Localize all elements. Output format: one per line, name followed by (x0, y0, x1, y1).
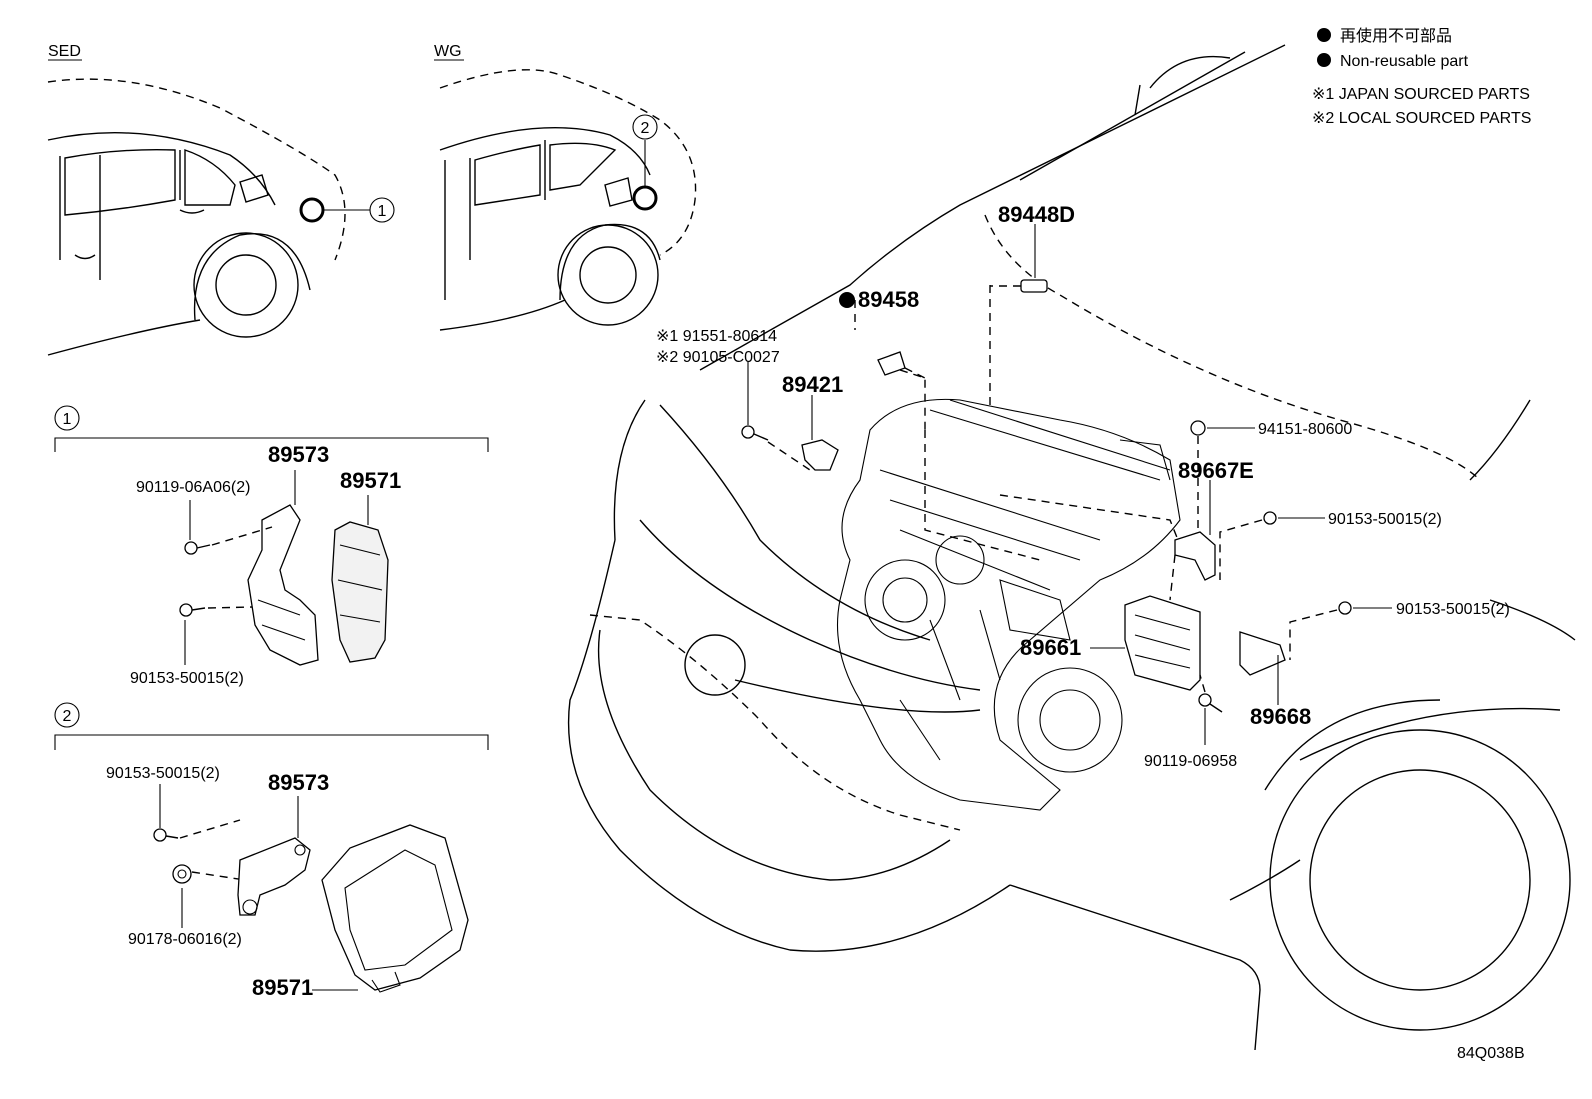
part-91551-80614: ※1 91551-80614 (656, 328, 777, 345)
part-89668: 89668 (1250, 704, 1311, 729)
bolt-icon (1198, 693, 1223, 713)
nut-icon (172, 864, 192, 884)
legend-note1: ※1 JAPAN SOURCED PARTS (1312, 86, 1530, 103)
bolt-icon (153, 828, 179, 842)
non-reusable-dot-icon (1317, 53, 1331, 67)
part-90119-06A06: 90119-06A06(2) (136, 479, 250, 496)
part-90153-50015-a: 90153-50015(2) (1328, 511, 1442, 528)
sensor-89421-icon (801, 439, 839, 471)
part-90153-50015-s2: 90153-50015(2) (106, 765, 220, 782)
section-1: 1 89573 89571 90119-06A06(2) 90153-50015… (54, 405, 489, 687)
sensor-89458-icon (877, 351, 906, 376)
part-89667E: 89667E (1178, 458, 1254, 483)
callout-1-marker: 1 (378, 203, 387, 220)
sedan-label: SED (48, 43, 81, 60)
non-reusable-dot-icon (839, 292, 855, 308)
part-90153-50015-b: 90153-50015(2) (1396, 601, 1510, 618)
sensor-89448D-icon (1020, 279, 1048, 293)
main-view: 89448D 89458 ※1 91551-80614 ※2 90105-C00… (567, 44, 1576, 1051)
part-90119-06958: 90119-06958 (1144, 753, 1237, 770)
part-89458: 89458 (858, 287, 919, 312)
bolt-icon (741, 425, 769, 441)
bolt-icon (184, 541, 211, 555)
bolt-icon (1263, 511, 1277, 525)
part-89421: 89421 (782, 372, 843, 397)
part-90153-50015-s1: 90153-50015(2) (130, 670, 244, 687)
non-reusable-dot-icon (1317, 28, 1331, 42)
part-90105-C0027: ※2 90105-C0027 (656, 349, 780, 366)
nut-icon (1190, 420, 1206, 436)
section-2: 2 90153-50015(2) 89573 90178-06016(2) 89… (54, 702, 489, 1000)
part-89448D: 89448D (998, 202, 1075, 227)
sedan-view: SED 1 (47, 43, 395, 356)
part-89571-s2: 89571 (252, 975, 313, 1000)
figure-code: 84Q038B (1457, 1045, 1525, 1062)
callout-2-marker: 2 (641, 120, 650, 137)
part-89661: 89661 (1020, 635, 1081, 660)
bolt-icon (179, 603, 206, 617)
part-89573-s1: 89573 (268, 442, 329, 467)
legend-note2: ※2 LOCAL SOURCED PARTS (1312, 110, 1531, 127)
bolt-icon (1338, 601, 1352, 615)
part-89573-s2: 89573 (268, 770, 329, 795)
legend: 再使用不可部品 Non-reusable part ※1 JAPAN SOURC… (1312, 27, 1531, 127)
part-94151-80600: 94151-80600 (1258, 421, 1352, 438)
part-89571-s1: 89571 (340, 468, 401, 493)
wagon-view: WG 2 (434, 43, 697, 331)
legend-line2: Non-reusable part (1340, 53, 1469, 70)
wagon-label: WG (434, 43, 462, 60)
section-1-marker: 1 (63, 411, 72, 428)
legend-line1: 再使用不可部品 (1340, 27, 1452, 45)
part-90178-06016: 90178-06016(2) (128, 931, 242, 948)
section-2-marker: 2 (63, 708, 72, 725)
